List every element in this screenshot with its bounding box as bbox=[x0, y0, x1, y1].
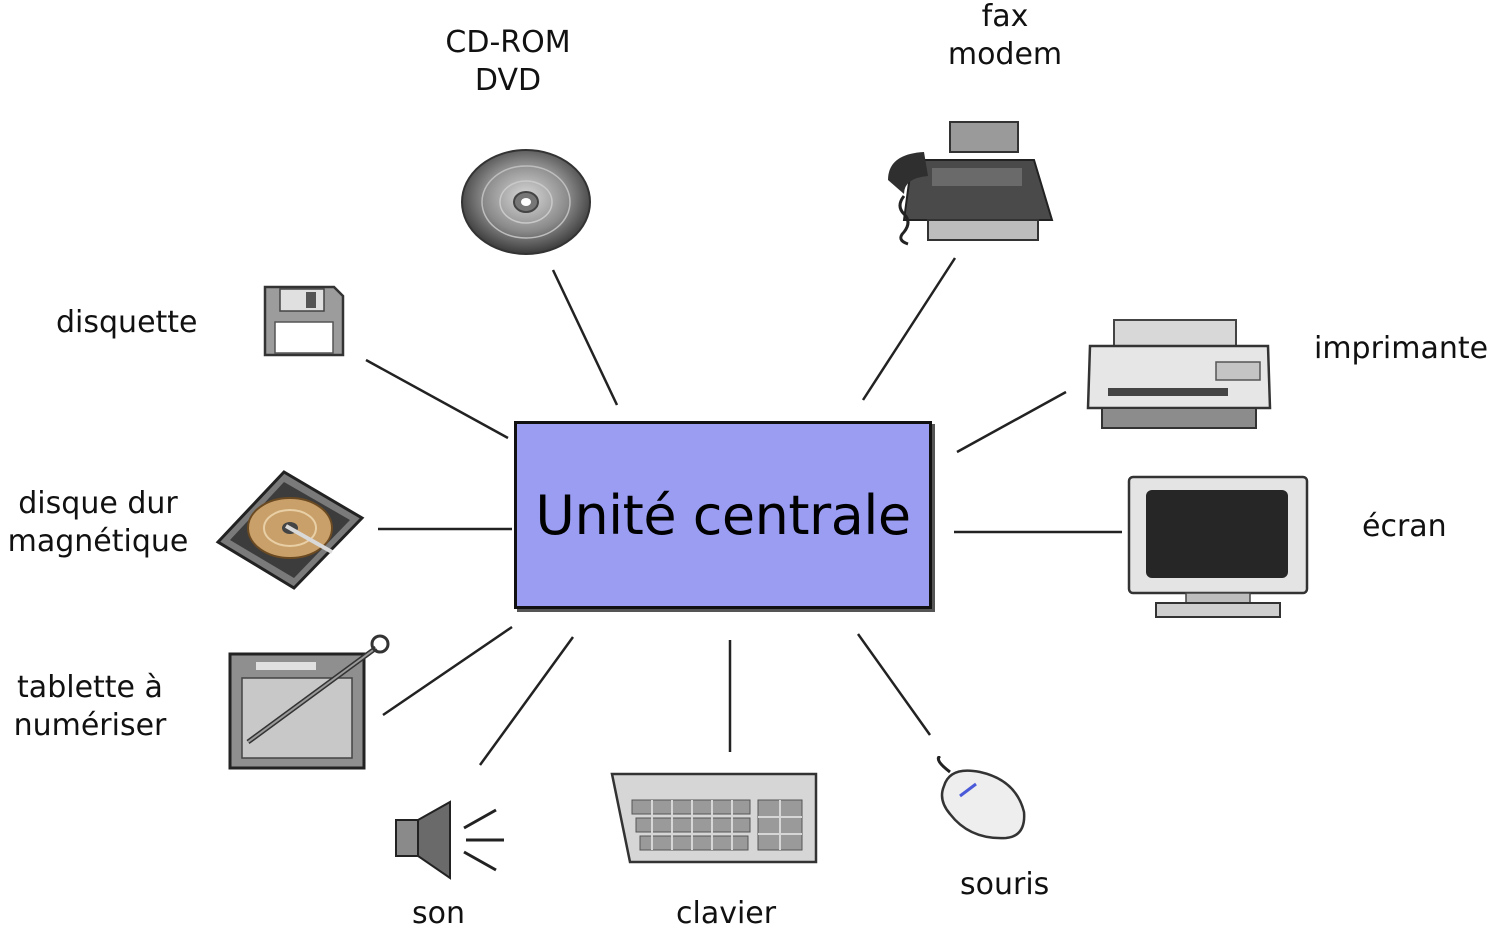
graphics-tablet-icon bbox=[228, 634, 390, 770]
connector-fax bbox=[861, 257, 957, 401]
connector-printer bbox=[956, 390, 1067, 454]
speaker-icon bbox=[395, 800, 504, 880]
label-printer: imprimante bbox=[1314, 331, 1489, 366]
label-floppy: disquette bbox=[56, 305, 198, 340]
label-mouse: souris bbox=[960, 867, 1050, 902]
label-hdd: disque dur magnétique bbox=[7, 486, 189, 559]
connector-sound bbox=[478, 636, 575, 766]
hard-drive-icon bbox=[215, 470, 365, 590]
connector-tablet bbox=[382, 625, 513, 717]
fax-machine-icon bbox=[888, 121, 1054, 246]
label-sound: son bbox=[412, 896, 465, 931]
floppy-disk-icon bbox=[263, 285, 345, 357]
label-keyboard: clavier bbox=[676, 896, 777, 931]
cd-disc-icon bbox=[461, 149, 591, 255]
mouse-icon bbox=[936, 756, 1026, 840]
connector-floppy bbox=[365, 358, 509, 440]
label-screen: écran bbox=[1362, 509, 1447, 544]
label-cdrom: CD-ROM DVD bbox=[445, 25, 571, 98]
central-unit-label: Unité centrale bbox=[535, 483, 911, 547]
keyboard-icon bbox=[610, 772, 818, 864]
connector-mouse bbox=[856, 633, 932, 736]
label-tablet: tablette à numériser bbox=[13, 670, 167, 743]
label-fax: fax modem bbox=[947, 0, 1063, 72]
printer-icon bbox=[1086, 319, 1272, 429]
central-unit-box: Unité centrale bbox=[514, 421, 932, 609]
monitor-icon bbox=[1127, 475, 1309, 618]
connector-cdrom bbox=[551, 269, 619, 406]
